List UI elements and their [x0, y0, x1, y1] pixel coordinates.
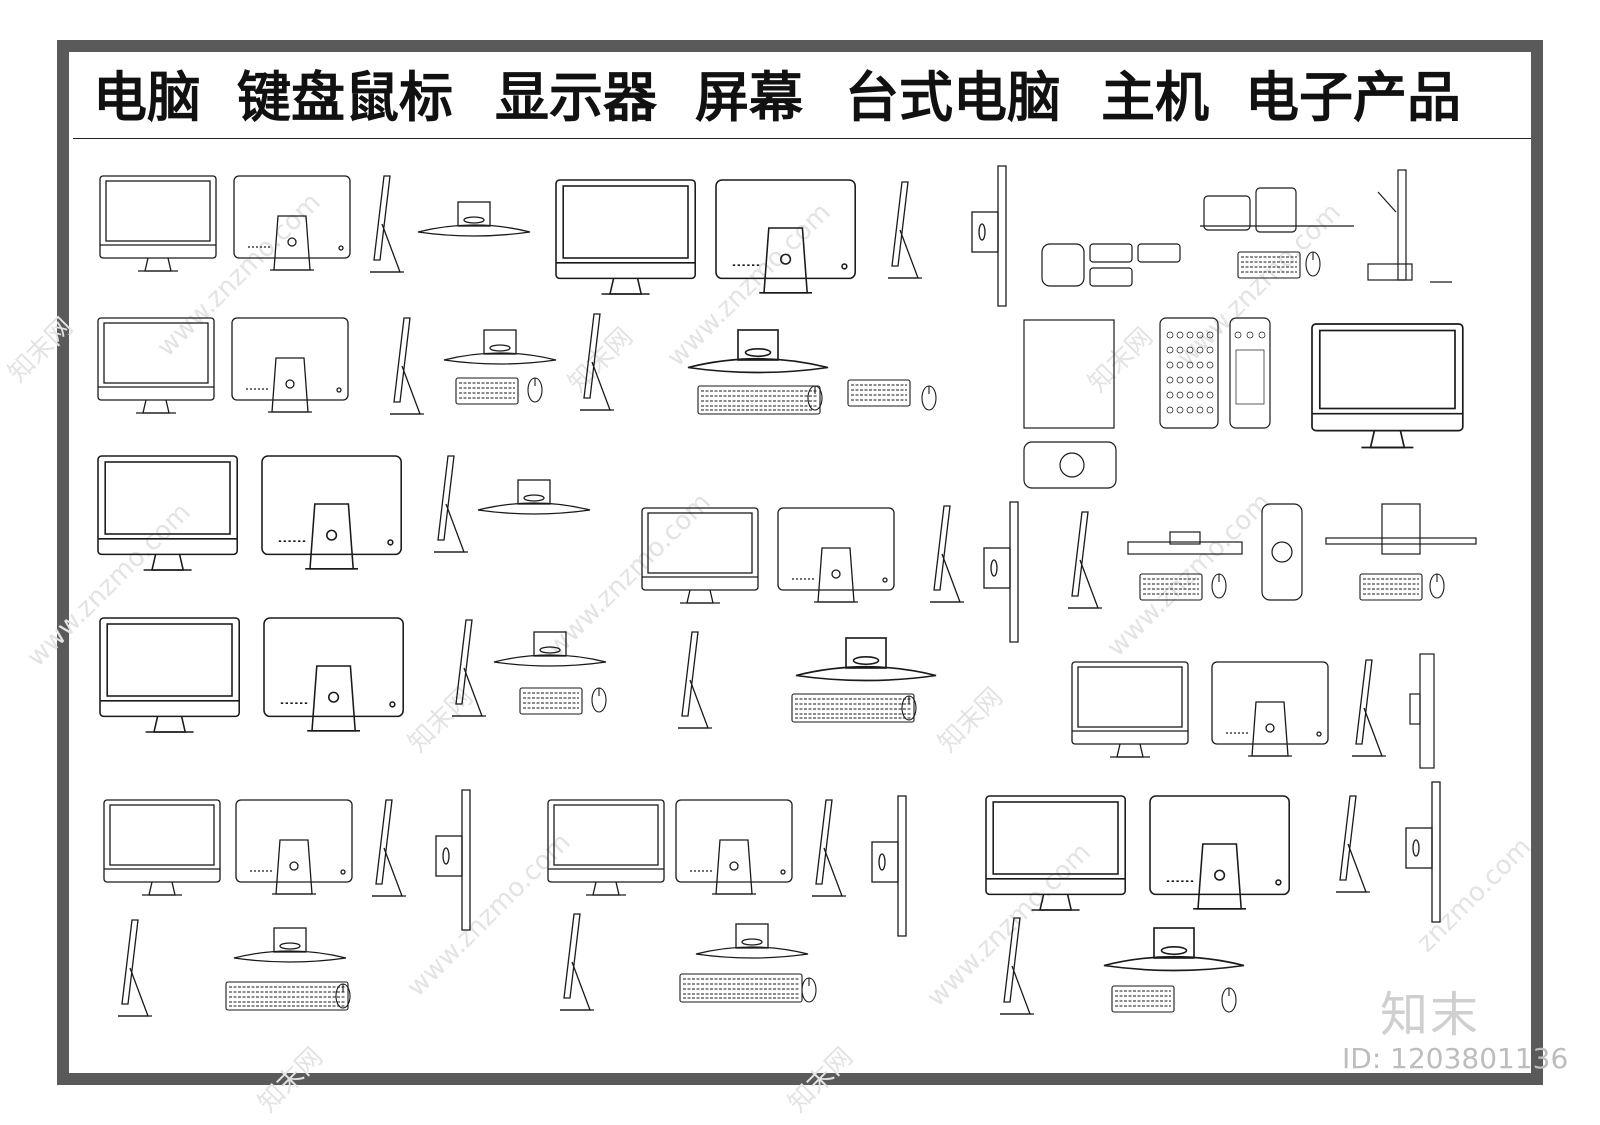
title-electronics: 电子产品	[1245, 66, 1461, 129]
title-screen: 屏幕	[695, 66, 803, 129]
keyboard-icon	[847, 379, 911, 407]
monitor-side-icon	[677, 631, 713, 729]
monitor-back-icon	[261, 455, 402, 570]
monitor-back-icon	[675, 799, 793, 895]
mouse-icon	[1429, 573, 1445, 599]
mac-pro-tower-icon	[1023, 317, 1271, 489]
monitor-front-icon	[985, 795, 1126, 911]
monitor-top-icon	[695, 923, 809, 959]
monitor-back-icon	[715, 179, 856, 294]
monitor-back-icon	[235, 799, 353, 895]
monitor-side-icon	[971, 165, 1007, 307]
mouse-icon	[1211, 573, 1227, 599]
monitor-side-icon	[1409, 653, 1435, 769]
monitor-front-icon	[103, 799, 221, 896]
title-computer: 电脑	[93, 66, 201, 129]
mini-host-icon	[1041, 187, 1354, 287]
drawing-frame	[57, 40, 1543, 1085]
monitor-side-icon	[117, 919, 153, 1017]
monitor-side-icon	[579, 313, 615, 411]
keyboard-icon	[1359, 573, 1423, 601]
monitor-side-icon	[433, 455, 469, 553]
monitor-front-icon	[641, 507, 759, 604]
mouse-icon	[921, 385, 937, 411]
monitor-front-icon	[1311, 323, 1464, 449]
keyboard-icon	[1237, 251, 1301, 279]
keyboard-icon	[1111, 985, 1175, 1013]
keyboard-icon	[455, 377, 519, 405]
monitor-top-icon	[493, 631, 607, 667]
monitor-side-icon	[1405, 781, 1441, 923]
monitor-front-icon	[555, 179, 696, 295]
mouse-icon	[801, 977, 817, 1003]
monitor-front-icon	[97, 317, 215, 414]
monitor-front-icon	[99, 617, 240, 733]
mouse-icon	[591, 687, 607, 713]
monitor-side-icon	[929, 505, 965, 603]
monitor-side-icon	[371, 799, 407, 897]
monitor-back-icon	[233, 175, 351, 271]
keyboard-icon	[679, 973, 803, 1003]
watermark-id: ID: 1203801136	[1342, 1042, 1569, 1075]
monitor-side-icon	[1351, 659, 1387, 757]
monitor-top-icon	[443, 329, 557, 365]
mouse-icon	[1221, 987, 1237, 1013]
mouse-icon	[1305, 251, 1321, 277]
monitor-front-icon	[1071, 661, 1189, 758]
keyboard-icon	[1139, 573, 1203, 601]
monitor-back-icon	[263, 617, 404, 732]
monitor-top-icon	[1127, 503, 1477, 601]
monitor-side-icon	[559, 913, 595, 1011]
monitor-side-icon	[999, 917, 1035, 1015]
monitor-side-icon	[435, 789, 471, 931]
monitor-side-icon	[389, 317, 425, 415]
mouse-icon	[527, 377, 543, 403]
monitor-back-icon	[231, 317, 349, 413]
monitor-side-icon	[871, 795, 907, 937]
monitor-stand-icon	[1367, 169, 1452, 283]
title-host: 主机	[1101, 66, 1209, 129]
monitor-back-icon	[777, 507, 895, 603]
monitor-top-icon	[477, 479, 591, 515]
monitor-front-icon	[547, 799, 665, 896]
monitor-side-icon	[887, 181, 923, 279]
monitor-side-icon	[369, 175, 405, 273]
monitor-front-icon	[97, 455, 238, 571]
monitor-side-icon	[1067, 511, 1103, 609]
watermark-logo: 知末	[1380, 987, 1481, 1043]
monitor-back-icon	[1149, 795, 1290, 910]
monitor-top-icon	[795, 637, 937, 682]
keyboard-icon	[519, 687, 583, 715]
mac-pro-grille-icon	[1166, 331, 1266, 414]
monitor-side-icon	[811, 799, 847, 897]
monitor-side-icon	[983, 501, 1019, 643]
monitor-top-icon	[687, 329, 829, 374]
title-bar: 电脑 键盘鼠标 显示器 屏幕 台式电脑 主机 电子产品	[73, 54, 1531, 139]
monitor-top-icon	[417, 201, 531, 237]
monitor-front-icon	[99, 175, 217, 272]
monitor-top-icon	[1103, 927, 1245, 972]
monitor-back-icon	[1211, 661, 1329, 757]
keyboard-icon	[791, 693, 915, 723]
title-keyboard-mouse: 键盘鼠标	[237, 66, 453, 129]
keyboard-icon	[225, 981, 349, 1011]
monitor-side-icon	[451, 619, 487, 717]
monitor-side-icon	[1335, 795, 1371, 893]
title-desktop: 台式电脑	[845, 66, 1061, 129]
monitor-top-icon	[233, 927, 347, 963]
keyboard-icon	[697, 385, 821, 415]
title-monitor: 显示器	[495, 66, 657, 129]
